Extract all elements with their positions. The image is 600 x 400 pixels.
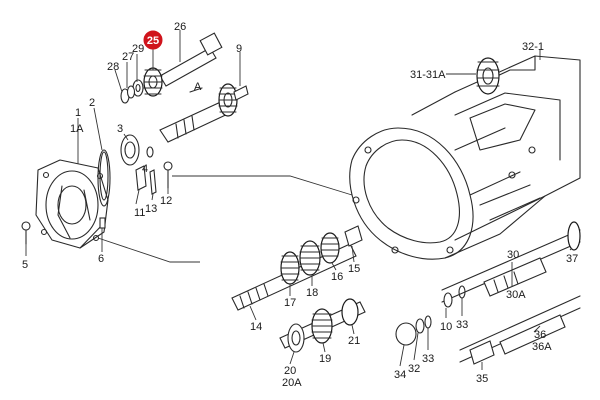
callout-11: 11: [134, 207, 145, 219]
callout-35: 35: [476, 373, 488, 385]
callout-6: 6: [98, 253, 104, 265]
input-shaft-26: [159, 32, 223, 87]
washer-10: [443, 292, 453, 308]
callout-28: 28: [107, 61, 119, 73]
callout-5: 5: [22, 259, 28, 271]
callout-15: 15: [348, 263, 360, 275]
callout-a-upper: A: [194, 81, 202, 93]
callout-30a: 30A: [506, 289, 526, 301]
reverse-gear-31: [476, 57, 500, 95]
gear-19: [311, 308, 333, 344]
callout-19: 19: [319, 353, 331, 365]
callout-31-31a: 31-31A: [410, 69, 446, 81]
main-shaft-upper: [159, 83, 249, 143]
pin-6: [99, 217, 106, 229]
spacer-27: [126, 85, 136, 99]
bearing-15: [344, 225, 363, 247]
front-cover-assembly: [35, 149, 111, 249]
callout-29: 29: [132, 43, 144, 55]
highlight-callout-25[interactable]: 25: [143, 30, 163, 70]
gear-16: [320, 232, 340, 264]
callout-20: 20: [284, 365, 296, 377]
callout-3: 3: [117, 123, 123, 135]
gear-18: [299, 240, 321, 276]
gear-37: [567, 221, 581, 251]
callout-37: 37: [566, 253, 578, 265]
callout-32: 32: [408, 363, 420, 375]
bolt-12: [163, 161, 173, 189]
callout-26: 26: [174, 21, 186, 33]
gear-21b: [341, 298, 359, 326]
bolt-13: [149, 169, 157, 195]
callout-18: 18: [306, 287, 318, 299]
callout-20a: 20A: [282, 377, 302, 389]
callout-33-lower: 33: [422, 353, 434, 365]
callout-1a: 1A: [70, 123, 84, 135]
callout-13: 13: [145, 203, 157, 215]
gear-17: [280, 251, 300, 285]
callout-labels: 26 27 28 29 9 1 1A 2 3 A 11 13 12 4 5 6 …: [22, 21, 578, 389]
callout-12: 12: [160, 195, 172, 207]
highlight-badge[interactable]: [143, 30, 163, 50]
callout-1: 1: [75, 107, 81, 119]
bearing-20: [287, 323, 305, 353]
bearing-3: [120, 134, 140, 166]
callout-14: 14: [250, 321, 262, 333]
callout-33-upper: 33: [456, 319, 468, 331]
callout-2: 2: [89, 97, 95, 109]
callout-21: 21: [348, 335, 360, 347]
callout-36a: 36A: [532, 341, 552, 353]
cap-34: [395, 322, 417, 346]
gasket-2: [99, 151, 109, 201]
callout-16: 16: [331, 271, 343, 283]
washer-4: [146, 146, 154, 158]
snap-ring-33b: [424, 315, 432, 329]
transmission-case: [349, 55, 581, 260]
callout-36: 36: [534, 329, 546, 341]
bushing-35: [469, 340, 495, 365]
callout-32-1: 32-1: [522, 41, 544, 53]
callout-30: 30: [507, 249, 519, 261]
callout-17: 17: [284, 297, 296, 309]
leader-lines: [25, 30, 573, 370]
callout-27: 27: [122, 51, 134, 63]
callout-9: 9: [236, 43, 242, 55]
callout-4: 4: [142, 163, 148, 175]
callout-34: 34: [394, 369, 406, 381]
bolt-5: [21, 221, 31, 245]
washer-32: [415, 318, 425, 334]
plate-11: [135, 165, 147, 191]
drive-gear-25: [143, 67, 163, 97]
callout-10: 10: [440, 321, 452, 333]
highlight-label: 25: [147, 35, 159, 47]
